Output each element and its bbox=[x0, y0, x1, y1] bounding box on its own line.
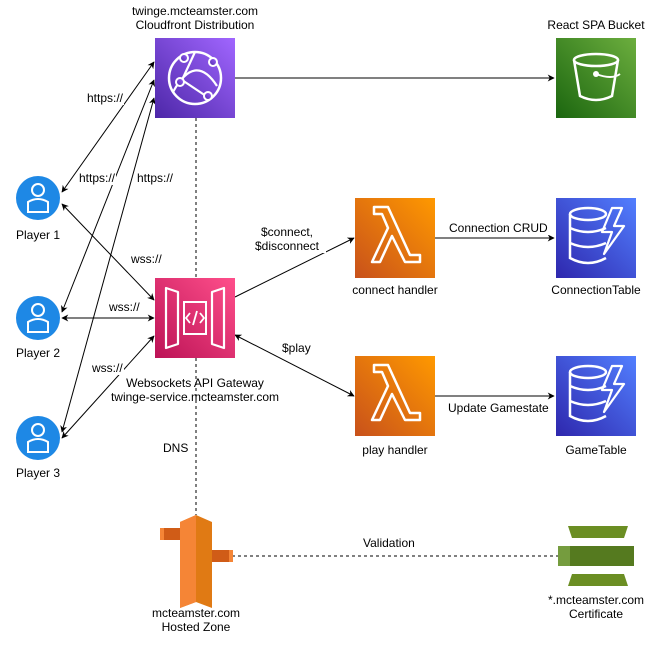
edge-label-p2-wss: wss:// bbox=[108, 300, 141, 314]
connection-table-label: ConnectionTable bbox=[551, 283, 641, 297]
dynamodb-game-table-icon[interactable] bbox=[556, 356, 636, 436]
edge-label-play-route: $play bbox=[281, 341, 312, 355]
play-handler-label: play handler bbox=[362, 443, 428, 457]
spa-bucket-label: React SPA Bucket bbox=[547, 18, 645, 32]
edge-label-connect: $connect, bbox=[260, 225, 314, 239]
player-2-icon[interactable] bbox=[16, 296, 60, 340]
edge-label-p1-wss: wss:// bbox=[130, 252, 163, 266]
edge-label-connect-route: $connect, $disconnect bbox=[248, 225, 326, 253]
player-1-label: Player 1 bbox=[15, 228, 61, 242]
api-gateway-label: Websockets API Gateway twinge-service.mc… bbox=[100, 376, 290, 404]
lambda-connect-icon[interactable] bbox=[355, 198, 435, 278]
game-table-label: GameTable bbox=[565, 443, 627, 457]
connect-handler-label: connect handler bbox=[352, 283, 438, 297]
cloudfront-icon[interactable] bbox=[155, 38, 235, 118]
edge-label-p1-https: https:// bbox=[86, 91, 125, 105]
lambda-play-icon[interactable] bbox=[355, 356, 435, 436]
certificate-domain: *.mcteamster.com bbox=[547, 593, 645, 607]
edge-p2-cloudfront bbox=[61, 79, 155, 313]
hosted-zone-domain: mcteamster.com bbox=[151, 606, 241, 620]
edge-p3-api bbox=[61, 335, 155, 439]
edge-label-connection-crud: Connection CRUD bbox=[448, 221, 549, 235]
player-3-icon[interactable] bbox=[16, 416, 60, 460]
certificate-label: *.mcteamster.com Certificate bbox=[531, 593, 661, 621]
connectors bbox=[60, 61, 558, 557]
api-gateway-type: Websockets API Gateway bbox=[126, 376, 264, 390]
hosted-zone-type: Hosted Zone bbox=[161, 620, 231, 634]
edge-label-p2-https: https:// bbox=[78, 171, 117, 185]
s3-bucket-icon[interactable] bbox=[556, 38, 636, 118]
edge-label-p3-https: https:// bbox=[136, 171, 175, 185]
edge-label-dns: DNS bbox=[162, 441, 190, 455]
cloudfront-type: Cloudfront Distribution bbox=[135, 18, 255, 32]
certificate-type: Certificate bbox=[568, 607, 624, 621]
edge-api-connect bbox=[234, 237, 355, 298]
api-gateway-domain: twinge-service.mcteamster.com bbox=[110, 390, 280, 404]
edge-api-play bbox=[234, 334, 355, 397]
player-2-label: Player 2 bbox=[15, 346, 61, 360]
route53-hosted-zone-icon[interactable] bbox=[160, 515, 233, 608]
edge-label-p3-wss: wss:// bbox=[91, 361, 124, 375]
edge-p1-api bbox=[61, 203, 155, 301]
player-1-icon[interactable] bbox=[16, 176, 60, 220]
edge-label-disconnect: $disconnect bbox=[254, 239, 320, 253]
edge-label-update-gamestate: Update Gamestate bbox=[447, 401, 550, 415]
cloudfront-domain: twinge.mcteamster.com bbox=[131, 4, 259, 18]
api-gateway-icon[interactable] bbox=[155, 278, 235, 358]
dynamodb-connection-table-icon[interactable] bbox=[556, 198, 636, 278]
certificate-icon[interactable] bbox=[558, 526, 634, 586]
player-3-label: Player 3 bbox=[15, 466, 61, 480]
edge-label-validation: Validation bbox=[362, 536, 416, 550]
cloudfront-label: twinge.mcteamster.com Cloudfront Distrib… bbox=[105, 4, 285, 32]
hosted-zone-label: mcteamster.com Hosted Zone bbox=[126, 606, 266, 634]
